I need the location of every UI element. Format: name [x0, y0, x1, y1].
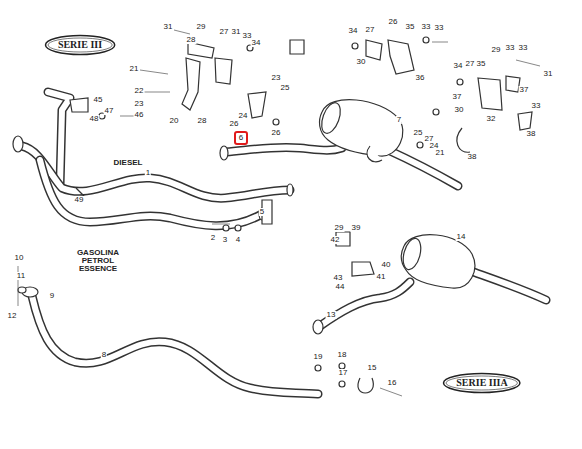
mufflers — [318, 100, 475, 288]
callout-number: 27 — [465, 60, 476, 68]
callout-number: 5 — [259, 208, 265, 216]
callout-number: 26 — [271, 129, 282, 137]
callout-number: 4 — [235, 236, 241, 244]
series-badge: SERIE III — [44, 34, 116, 56]
callout-number: 17 — [338, 369, 349, 377]
fuel-type-label: ESSENCE — [78, 265, 118, 273]
callout-number: 31 — [163, 23, 174, 31]
callout-number: 35 — [405, 23, 416, 31]
callout-number: 22 — [134, 87, 145, 95]
callout-number: 33 — [505, 44, 516, 52]
callout-number: 33 — [518, 44, 529, 52]
callout-number: 28 — [197, 117, 208, 125]
callout-number: 3 — [222, 236, 228, 244]
callout-number: 44 — [335, 283, 346, 291]
callout-number: 39 — [351, 224, 362, 232]
callout-number: 34 — [453, 62, 464, 70]
callout-number: 2 — [210, 234, 216, 242]
callout-number: 35 — [476, 60, 487, 68]
callout-number: 36 — [415, 74, 426, 82]
callout-number: 20 — [169, 117, 180, 125]
callout-number: 12 — [7, 312, 18, 320]
fuel-type-label: DIESEL — [113, 159, 144, 167]
callout-number: 41 — [376, 273, 387, 281]
callout-number: 46 — [134, 111, 145, 119]
callout-number: 33 — [531, 102, 542, 110]
callout-number: 33 — [421, 23, 432, 31]
highlight-box: 6 — [234, 131, 248, 145]
callout-number: 14 — [456, 233, 467, 241]
callout-number: 34 — [348, 27, 359, 35]
callout-number: 13 — [326, 311, 337, 319]
callout-number: 32 — [486, 115, 497, 123]
callout-number: 24 — [238, 112, 249, 120]
callout-number: 7 — [396, 116, 402, 124]
callout-number: 23 — [271, 74, 282, 82]
callout-number: 16 — [387, 379, 398, 387]
callout-number: 47 — [104, 107, 115, 115]
callout-number: 40 — [381, 261, 392, 269]
callout-number: 9 — [49, 292, 55, 300]
callout-number: 38 — [467, 153, 478, 161]
callout-number: 25 — [413, 129, 424, 137]
callout-number: 31 — [231, 28, 242, 36]
callout-number: 29 — [491, 46, 502, 54]
callout-number: 37 — [519, 86, 530, 94]
callout-number: 1 — [145, 169, 151, 177]
bolts-and-nuts — [18, 30, 540, 396]
callout-number: 27 — [365, 26, 376, 34]
series-title: SERIE III — [58, 40, 102, 50]
series-badge: SERIE IIIA — [442, 372, 521, 394]
callout-number: 28 — [186, 36, 197, 44]
callout-number: 37 — [452, 93, 463, 101]
fuel-type-label: PETROL — [81, 257, 115, 265]
callout-number: 30 — [454, 106, 465, 114]
callout-number: 29 — [196, 23, 207, 31]
callout-number: 26 — [229, 120, 240, 128]
exhaust-pipes — [22, 92, 546, 394]
callout-number: 30 — [356, 58, 367, 66]
brackets — [70, 40, 532, 276]
callout-number: 43 — [333, 274, 344, 282]
callout-number: 26 — [388, 18, 399, 26]
callout-number: 29 — [334, 224, 345, 232]
callout-number: 19 — [313, 353, 324, 361]
callout-number: 49 — [74, 196, 85, 204]
callout-number: 34 — [251, 39, 262, 47]
callout-number: 11 — [16, 272, 26, 280]
callout-number: 31 — [543, 70, 554, 78]
series-title: SERIE IIIA — [456, 378, 507, 388]
callout-number: 42 — [330, 236, 341, 244]
callout-number: 8 — [101, 351, 107, 359]
callout-number: 45 — [93, 96, 104, 104]
callout-number: 18 — [337, 351, 348, 359]
fuel-type-label: GASOLINA — [76, 249, 120, 257]
callout-number: 25 — [280, 84, 291, 92]
callout-number: 33 — [434, 24, 445, 32]
flanges — [13, 136, 323, 334]
callout-number: 10 — [14, 254, 25, 262]
callout-number: 21 — [435, 149, 446, 157]
callout-number: 21 — [129, 65, 140, 73]
callout-number: 6 — [239, 134, 243, 142]
callout-number: 15 — [367, 364, 378, 372]
callout-number: 23 — [134, 100, 145, 108]
callout-number: 27 — [219, 28, 230, 36]
callout-number: 38 — [526, 130, 537, 138]
callout-number: 48 — [89, 115, 100, 123]
